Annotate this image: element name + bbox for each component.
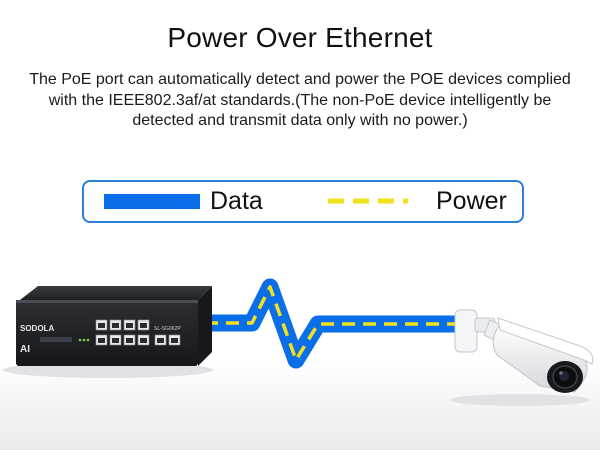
switch-brand-label: SODOLA <box>20 324 54 333</box>
description-text: The PoE port can automatically detect an… <box>29 71 571 129</box>
legend-data-label: Data <box>210 187 263 215</box>
page-title: Power Over Ethernet <box>167 22 433 53</box>
power-dash-swatch <box>328 198 408 204</box>
legend-box: Data Power <box>82 180 524 223</box>
poe-switch <box>3 286 213 378</box>
bullet-camera <box>450 309 594 406</box>
switch-ai-badge: AI <box>20 344 30 355</box>
data-line-swatch <box>104 194 200 209</box>
legend-power-label: Power <box>436 187 507 215</box>
ethernet-cable <box>205 278 470 369</box>
switch-model-label: SL-SG062P <box>154 326 181 332</box>
